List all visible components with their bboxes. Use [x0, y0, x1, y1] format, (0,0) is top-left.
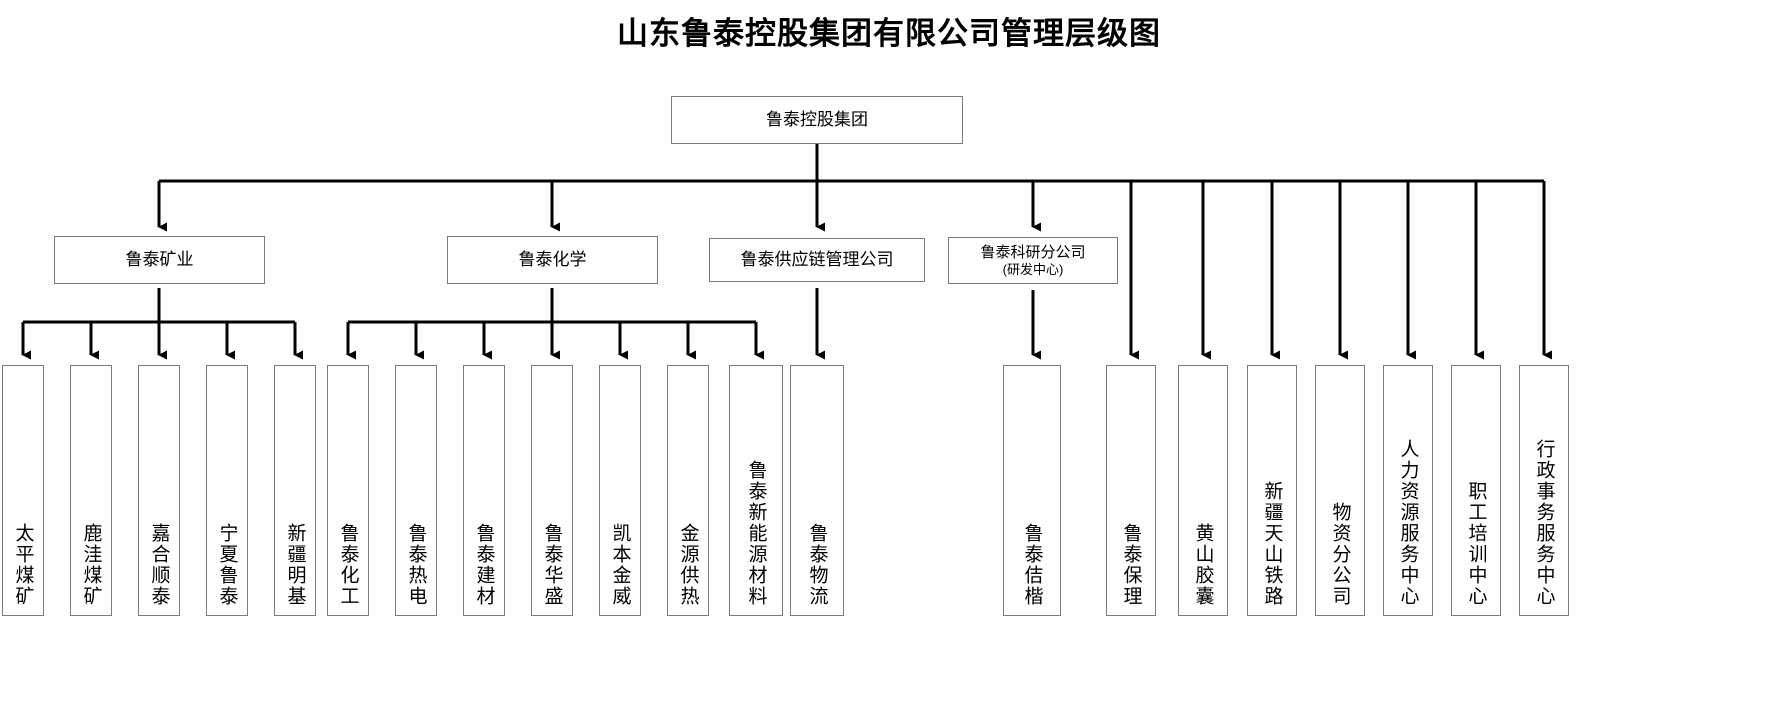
leaf-lutai-chemical-industry[interactable]: 鲁泰化工	[327, 365, 369, 616]
leaf-materials-branch[interactable]: 物资分公司	[1315, 365, 1365, 616]
leaf-label: 鲁泰佶楷	[1021, 523, 1043, 607]
leaf-lutai-jiekai[interactable]: 鲁泰佶楷	[1003, 365, 1061, 616]
leaf-label: 鲁泰保理	[1120, 523, 1142, 607]
node-division-supply-chain[interactable]: 鲁泰供应链管理公司	[709, 238, 925, 282]
leaf-lutai-thermal-power[interactable]: 鲁泰热电	[395, 365, 437, 616]
node-root[interactable]: 鲁泰控股集团	[671, 96, 963, 144]
leaf-label: 宁夏鲁泰	[216, 523, 238, 607]
leaf-administrative-service-center[interactable]: 行政事务服务中心	[1519, 365, 1569, 616]
leaf-label: 鲁泰新能源材料	[745, 460, 767, 607]
leaf-ningxia-lutai[interactable]: 宁夏鲁泰	[206, 365, 248, 616]
leaf-label: 黄山胶囊	[1192, 523, 1214, 607]
leaf-jinyuan-heating[interactable]: 金源供热	[667, 365, 709, 616]
leaf-label: 金源供热	[677, 523, 699, 607]
leaf-label: 新疆明基	[284, 523, 306, 607]
node-division-chemical[interactable]: 鲁泰化学	[447, 236, 658, 284]
leaf-label: 鲁泰华盛	[541, 523, 563, 607]
leaf-lutai-factoring[interactable]: 鲁泰保理	[1106, 365, 1156, 616]
leaf-label: 行政事务服务中心	[1533, 439, 1555, 607]
leaf-xinjiang-mingji[interactable]: 新疆明基	[274, 365, 316, 616]
leaf-hr-service-center[interactable]: 人力资源服务中心	[1383, 365, 1433, 616]
leaf-kaiben-jinwei[interactable]: 凯本金威	[599, 365, 641, 616]
leaf-label: 物资分公司	[1329, 502, 1351, 607]
node-division-research-sublabel: (研发中心)	[1002, 261, 1064, 277]
node-division-mining-label: 鲁泰矿业	[125, 250, 194, 270]
leaf-label: 新疆天山铁路	[1261, 481, 1283, 607]
leaf-label: 凯本金威	[609, 523, 631, 607]
leaf-label: 鲁泰物流	[806, 523, 828, 607]
node-division-supply-chain-label: 鲁泰供应链管理公司	[740, 250, 894, 270]
leaf-lutai-huasheng[interactable]: 鲁泰华盛	[531, 365, 573, 616]
leaf-luwa-coal-mine[interactable]: 鹿洼煤矿	[70, 365, 112, 616]
leaf-xinjiang-tianshan-railway[interactable]: 新疆天山铁路	[1247, 365, 1297, 616]
leaf-label: 职工培训中心	[1465, 481, 1487, 607]
leaf-label: 太平煤矿	[12, 523, 34, 607]
leaf-taiping-coal-mine[interactable]: 太平煤矿	[2, 365, 44, 616]
leaf-lutai-logistics[interactable]: 鲁泰物流	[790, 365, 844, 616]
node-division-mining[interactable]: 鲁泰矿业	[54, 236, 265, 284]
leaf-label: 嘉合顺泰	[148, 523, 170, 607]
node-division-research-label: 鲁泰科研分公司	[980, 243, 1086, 261]
leaf-label: 鹿洼煤矿	[80, 523, 102, 607]
leaf-label: 鲁泰化工	[337, 523, 359, 607]
leaf-lutai-new-energy-materials[interactable]: 鲁泰新能源材料	[729, 365, 783, 616]
page-title: 山东鲁泰控股集团有限公司管理层级图	[617, 16, 1161, 51]
leaf-lutai-building-materials[interactable]: 鲁泰建材	[463, 365, 505, 616]
leaf-jiaheshuntai[interactable]: 嘉合顺泰	[138, 365, 180, 616]
leaf-label: 鲁泰热电	[405, 523, 427, 607]
leaf-label: 鲁泰建材	[473, 523, 495, 607]
node-division-chemical-label: 鲁泰化学	[518, 250, 587, 270]
leaf-huangshan-capsule[interactable]: 黄山胶囊	[1178, 365, 1228, 616]
leaf-label: 人力资源服务中心	[1397, 439, 1419, 607]
leaf-staff-training-center[interactable]: 职工培训中心	[1451, 365, 1501, 616]
node-root-label: 鲁泰控股集团	[766, 110, 868, 130]
node-division-research[interactable]: 鲁泰科研分公司 (研发中心)	[948, 237, 1118, 284]
